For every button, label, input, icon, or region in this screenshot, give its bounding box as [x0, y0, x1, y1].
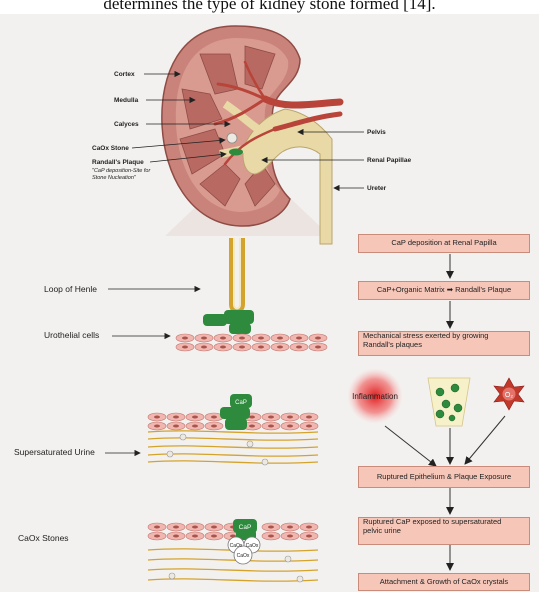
cell-nucleus	[268, 535, 274, 538]
label-renal-papillae: Renal Papillae	[367, 157, 411, 164]
cell-nucleus	[173, 535, 179, 538]
step-organic-matrix: CaP+Organic Matrix ➡ Randall's Plaque	[358, 281, 530, 300]
cell-nucleus	[239, 337, 245, 340]
step-ruptured-epithelium: Ruptured Epithelium & Plaque Exposure	[358, 466, 530, 488]
caox-label-a: CaOx	[230, 543, 243, 549]
cell-nucleus	[296, 346, 302, 349]
cell-nucleus	[258, 337, 264, 340]
label-randalls-note-2: Stone Nucleation"	[92, 175, 137, 181]
label-oxygen: O₂	[505, 392, 513, 399]
step2-right-text: Randall's Plaque	[455, 286, 511, 295]
label-cortex: Cortex	[114, 71, 135, 78]
step2-left-text: CaP+Organic Matrix	[377, 286, 445, 295]
cell-nucleus	[268, 425, 274, 428]
step3-line2: Randall's plaques	[363, 341, 422, 350]
cell-nucleus	[173, 416, 179, 419]
step-ruptured-cap: Ruptured CaP exposed to supersaturated p…	[358, 517, 530, 545]
cell-nucleus	[182, 337, 188, 340]
step5-line2: pelvic urine	[363, 527, 401, 536]
label-ureter: Ureter	[367, 185, 387, 192]
cell-nucleus	[277, 346, 283, 349]
label-caox-stone: CaOx Stone	[92, 145, 129, 152]
diagram-canvas: Cortex Medulla Calyces CaOx Stone Randal…	[0, 14, 539, 592]
label-loop-of-henle: Loop of Henle	[44, 284, 97, 294]
cell-nucleus	[154, 416, 160, 419]
loop-of-henle	[231, 238, 243, 312]
cell-nucleus	[306, 425, 312, 428]
caption-fragment: determines the type of kidney stone form…	[0, 0, 539, 14]
cell-nucleus	[277, 337, 283, 340]
cell-nucleus	[173, 425, 179, 428]
cell-nucleus	[192, 425, 198, 428]
cell-nucleus	[182, 346, 188, 349]
cell-nucleus	[211, 535, 217, 538]
crystal-beaker	[428, 378, 470, 426]
urine-lines-1	[148, 431, 318, 463]
cap-label-middle: CaP	[235, 400, 247, 406]
cell-nucleus	[287, 425, 293, 428]
cell-nucleus	[220, 337, 226, 340]
step6-text: Attachment & Growth of CaOx crystals	[380, 578, 508, 587]
cell-nucleus	[287, 416, 293, 419]
cell-nucleus	[258, 346, 264, 349]
cell-nucleus	[306, 526, 312, 529]
step4-text: Ruptured Epithelium & Plaque Exposure	[377, 473, 511, 482]
cell-nucleus	[211, 526, 217, 529]
cap-label-bottom: CaP	[239, 524, 252, 531]
cell-nucleus	[211, 425, 217, 428]
cell-nucleus	[315, 346, 321, 349]
cell-nucleus	[315, 337, 321, 340]
step-cap-deposition: CaP deposition at Renal Papilla	[358, 234, 530, 253]
plaque-cluster-1	[203, 310, 254, 334]
cell-nucleus	[154, 425, 160, 428]
cell-nucleus	[306, 535, 312, 538]
cell-nucleus	[192, 535, 198, 538]
cell-nucleus	[211, 416, 217, 419]
figure-panel: Cortex Medulla Calyces CaOx Stone Randal…	[0, 14, 539, 592]
label-randalls-plaque: Randall's Plaque	[92, 159, 144, 166]
cell-nucleus	[154, 535, 160, 538]
label-urothelial-cells: Urothelial cells	[44, 330, 99, 340]
cell-nucleus	[268, 416, 274, 419]
step-mechanical-stress: Mechanical stress exerted by growing Ran…	[358, 331, 530, 356]
cell-nucleus	[201, 346, 207, 349]
urothelial-cells-row-1	[176, 334, 327, 351]
cell-nucleus	[154, 526, 160, 529]
caox-label-c: CaOx	[237, 553, 250, 559]
step1-text: CaP deposition at Renal Papilla	[391, 239, 496, 248]
label-inflammation: Inflammation	[352, 392, 398, 401]
cell-nucleus	[201, 337, 207, 340]
randalls-plaque-mark	[229, 149, 243, 156]
caox-stone-mark	[227, 133, 237, 143]
cell-nucleus	[268, 526, 274, 529]
label-pelvis: Pelvis	[367, 129, 386, 136]
label-supersaturated-urine: Supersaturated Urine	[14, 447, 95, 457]
cell-nucleus	[192, 416, 198, 419]
cell-nucleus	[173, 526, 179, 529]
label-caox-stones: CaOx Stones	[18, 533, 69, 543]
cell-nucleus	[220, 346, 226, 349]
cell-nucleus	[249, 425, 255, 428]
cell-nucleus	[239, 346, 245, 349]
label-medulla: Medulla	[114, 97, 139, 104]
step-attachment-growth: Attachment & Growth of CaOx crystals	[358, 573, 530, 591]
kidney-illustration	[162, 26, 340, 244]
cell-nucleus	[192, 526, 198, 529]
caox-label-b: CaOx	[246, 543, 259, 549]
cell-nucleus	[287, 526, 293, 529]
label-randalls-note-1: "CaP deposition-Site for	[92, 168, 151, 174]
label-calyces: Calyces	[114, 121, 139, 128]
cell-nucleus	[287, 535, 293, 538]
cell-nucleus	[306, 416, 312, 419]
cell-nucleus	[249, 416, 255, 419]
step2-arrow-icon: ➡	[445, 286, 455, 295]
cell-nucleus	[296, 337, 302, 340]
